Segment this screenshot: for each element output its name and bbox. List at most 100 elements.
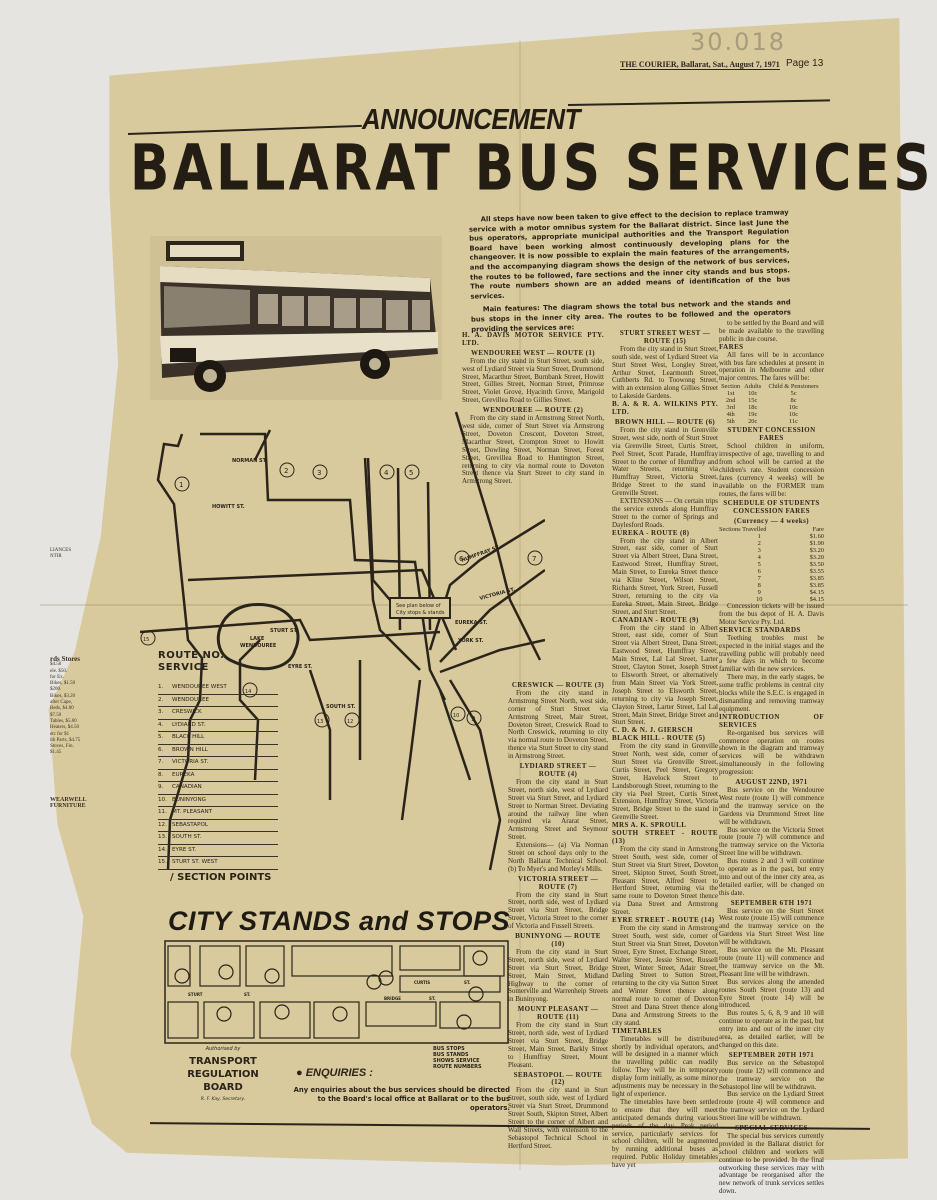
headline: BALLARAT BUS SERVICES xyxy=(130,132,934,206)
article-paragraph: From the city stand in Sturt Street, nor… xyxy=(508,890,608,931)
svg-text:2: 2 xyxy=(284,467,288,475)
column-1: H. A. DAVIS MOTOR SERVICE PTY. LTD.WENDO… xyxy=(462,331,604,486)
svg-text:15: 15 xyxy=(143,637,149,643)
bus-photo xyxy=(150,236,442,400)
svg-text:EUREKA ST.: EUREKA ST. xyxy=(455,620,487,626)
svg-text:10: 10 xyxy=(453,713,459,719)
article-heading: INTRODUCTION OF SERVICES xyxy=(719,712,824,729)
article-paragraph: From the city stand in Albert Street, ea… xyxy=(612,536,718,616)
legend-row: 9.CANADIAN xyxy=(158,782,278,795)
authority-name: TRANSPORT REGULATION BOARD xyxy=(187,1056,259,1093)
torn-fragment-top: LIANCES NTIR xyxy=(50,548,72,560)
pencil-catalogue-note: 30.018 xyxy=(690,28,786,56)
article-heading: STURT STREET WEST — ROUTE (15) xyxy=(619,329,711,345)
article-heading: SEPTEMBER 6TH 1971 xyxy=(730,898,813,907)
svg-text:BRIDGE: BRIDGE xyxy=(384,996,401,1001)
legend-row: 5.BLACK HILL xyxy=(158,732,278,745)
article-paragraph: Bus service on the Lydiard Street route … xyxy=(719,1090,824,1123)
column-3: to be settled by the Board and will be m… xyxy=(719,319,824,1196)
svg-text:13: 13 xyxy=(317,719,323,725)
article-paragraph: Bus service on the Wendouree West route … xyxy=(719,785,824,826)
svg-text:City stops & stands: City stops & stands xyxy=(396,610,445,616)
article-heading: EYRE STREET - ROUTE (14) xyxy=(612,916,715,925)
svg-text:YORK ST.: YORK ST. xyxy=(457,638,483,644)
intro-paragraph: All steps have now been taken to give ef… xyxy=(468,208,791,301)
svg-text:NORMAN ST.: NORMAN ST. xyxy=(232,458,267,464)
route-network-map: See plan below of City stops & stands NO… xyxy=(140,411,545,871)
article-paragraph: EXTENSIONS — On certain trips the servic… xyxy=(612,497,718,529)
article-paragraph: From the city stand in Grenville Street … xyxy=(612,742,718,822)
svg-text:CURTIS: CURTIS xyxy=(414,980,430,985)
article-paragraph: Teething troubles must be expected in th… xyxy=(719,633,824,674)
article-paragraph: From the city stand in Sturt Street, nor… xyxy=(508,947,608,1004)
article-paragraph: Bus routes 5, 6, 8, 9 and 10 will contin… xyxy=(719,1009,824,1049)
svg-text:LAKE: LAKE xyxy=(250,636,265,642)
legend-row: 2.WENDOUREE xyxy=(158,695,278,707)
article-paragraph: Extensions— (a) Via Norman Street on sch… xyxy=(508,841,608,873)
article-paragraph: The timetables have been settled to ensu… xyxy=(612,1097,718,1170)
article-heading: MOUNT PLEASANT — ROUTE (11) xyxy=(517,1005,599,1022)
article-heading: WENDOUREE WEST — ROUTE (1) xyxy=(470,348,596,357)
article-heading: STUDENT CONCESSION FARES xyxy=(727,426,816,443)
article-heading: EUREKA - ROUTE (8) xyxy=(612,528,690,537)
article-paragraph: School children in uniform, irrespective… xyxy=(719,442,824,498)
newspaper-page xyxy=(48,18,908,1166)
svg-text:12: 12 xyxy=(347,719,353,725)
article-heading: (Currency — 4 weeks) xyxy=(734,517,809,526)
article-paragraph: From the city stand in Grenville Street,… xyxy=(612,425,718,498)
article-paragraph: Bus service on the Victoria Street route… xyxy=(719,825,824,858)
article-heading: SOUTH STREET - ROUTE (13) xyxy=(612,829,718,845)
city-stands-title: CITY STANDS and STOPS xyxy=(168,906,511,936)
enquiries-title: ● ENQUIRIES : xyxy=(296,1067,373,1079)
fold-crease-vertical xyxy=(519,40,521,1170)
svg-text:HUMFFRAY ST.: HUMFFRAY ST. xyxy=(461,544,501,564)
legend-row: 6.BROWN HILL xyxy=(158,745,278,757)
map-center-note: See plan below of xyxy=(396,603,441,609)
kicker-announcement: ANNOUNCEMENT xyxy=(362,102,580,136)
authorisation-block: Authorised by TRANSPORT REGULATION BOARD… xyxy=(178,1046,268,1102)
article-heading: TIMETABLES xyxy=(612,1026,662,1035)
article-heading: SERVICE STANDARDS xyxy=(719,625,801,634)
masthead: THE COURIER, Ballarat, Sat., August 7, 1… xyxy=(620,60,780,70)
legend-row: 3.CRESWICK xyxy=(158,707,278,720)
article-paragraph: From the city stand in Sturt Street, nor… xyxy=(508,777,608,842)
article-paragraph: Bus routes 2 and 3 will continue to oper… xyxy=(719,857,824,897)
city-map-legend: BUS STOPS BUS STANDS SHOWS SERVICE ROUTE… xyxy=(433,1046,482,1070)
article-paragraph: From the city stand in Armstrong Street … xyxy=(508,688,608,761)
svg-text:WENDOUREE: WENDOUREE xyxy=(240,643,277,649)
legend-row: 7.VICTORIA ST. xyxy=(158,757,278,770)
legend-row: 15.STURT ST. WEST xyxy=(158,857,278,870)
enquiries-body: Any enquiries about the bus services sho… xyxy=(293,1086,510,1112)
svg-text:ST.: ST. xyxy=(429,996,436,1001)
article-heading: CANADIAN - ROUTE (9) xyxy=(612,615,699,624)
page-number: Page 13 xyxy=(786,58,824,69)
article-paragraph: Bus services along the amended routes So… xyxy=(719,977,824,1010)
legend-title: ROUTE NO. SERVICE xyxy=(158,650,225,673)
svg-text:SOUTH ST.: SOUTH ST. xyxy=(326,704,356,710)
article-paragraph: Bus service on the Sebastopol route (rou… xyxy=(719,1058,824,1091)
fold-crease-horizontal xyxy=(40,604,908,606)
article-paragraph: Bus service on the Mt. Pleasant route (r… xyxy=(719,946,824,978)
article-paragraph: Concession tickets will be issued from t… xyxy=(719,602,824,626)
svg-text:7: 7 xyxy=(532,555,536,563)
article-paragraph: Bus service on the Sturt Street West rou… xyxy=(719,906,824,947)
section-points-key: / SECTION POINTS xyxy=(170,872,272,883)
svg-text:6: 6 xyxy=(459,555,464,563)
article-heading: FARES xyxy=(719,342,744,351)
legend-row: 1.WENDOUREE WEST xyxy=(158,682,278,695)
authorised-by: Authorised by xyxy=(205,1046,241,1052)
article-heading: H. A. DAVIS MOTOR SERVICE PTY. LTD. xyxy=(462,331,604,347)
legend-row: 13.SOUTH ST. xyxy=(158,832,278,845)
article-heading: AUGUST 22ND, 1971 xyxy=(735,778,808,787)
article-heading: MRS A. K. SPROULL xyxy=(612,821,687,830)
secretary: R. F. Kay, Secretary. xyxy=(200,1097,246,1102)
article-paragraph: There may, in the early stages, be some … xyxy=(719,673,824,713)
article-heading: C. D. & N. J. GIERSCH xyxy=(612,726,693,735)
article-heading: B. A. & R. A. WILKINS PTY. LTD. xyxy=(612,400,718,417)
article-heading: SEBASTOPOL — ROUTE (12) xyxy=(513,1070,603,1087)
article-heading: CRESWICK — ROUTE (3) xyxy=(511,681,605,689)
svg-text:ST.: ST. xyxy=(244,992,251,997)
